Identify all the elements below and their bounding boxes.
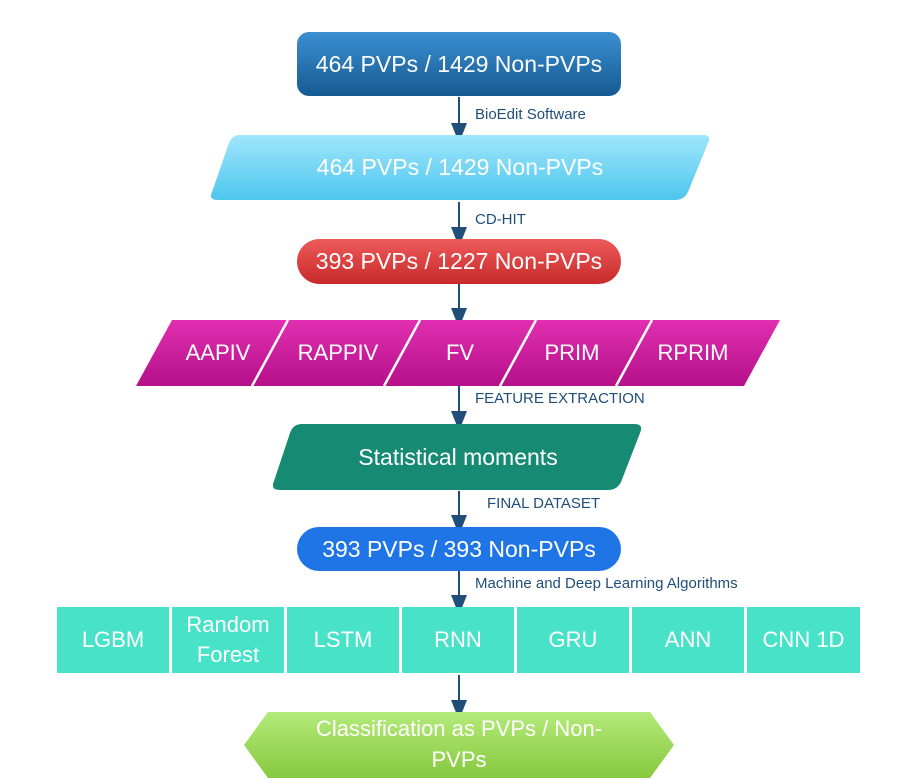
feature-band [136,320,780,386]
algorithm-lstm: LSTM [287,607,399,673]
filtered-dataset-pill [297,239,621,284]
feature-divider-2 [382,319,422,387]
edge-label-feature-extraction: FEATURE EXTRACTION [475,390,645,407]
feature-divider-1 [250,319,290,387]
edge-label-algorithms: Machine and Deep Learning Algorithms [475,575,738,592]
algorithm-cnn-1d: CNN 1D [747,607,860,673]
feature-aapiv: AAPIV [185,340,251,365]
processed-dataset-label: 464 PVPs / 1429 Non-PVPs [316,154,604,180]
algorithm-lgbm: LGBM [57,607,169,673]
feature-rprim: RPRIM [657,340,729,365]
feature-fv: FV [445,340,475,365]
raw-dataset-box [297,32,621,96]
algorithm-gru: GRU [517,607,629,673]
feature-rappiv: RAPPIV [297,340,379,365]
result-label: Classification as PVPs / Non- PVPs [315,716,603,772]
raw-dataset-label: 464 PVPs / 1429 Non-PVPs [315,51,603,77]
algorithm-ann: ANN [632,607,744,673]
processed-dataset-parallelogram [210,135,710,200]
balanced-dataset-label: 393 PVPs / 393 Non-PVPs [322,536,596,562]
edge-label-final-dataset: FINAL DATASET [487,495,601,512]
moments-label: Statistical moments [358,444,558,470]
edge-label-cdhit: CD-HIT [475,211,526,228]
balanced-dataset-pill [297,527,621,571]
feature-divider-3 [498,319,538,387]
filtered-dataset-label: 393 PVPs / 1227 Non-PVPs [315,248,603,274]
moments-parallelogram [272,424,642,490]
result-hexagon [244,712,674,778]
feature-prim: PRIM [544,340,600,365]
edge-label-bioedit: BioEdit Software [475,106,586,123]
feature-divider-4 [614,319,654,387]
algorithm-rnn: RNN [402,607,514,673]
